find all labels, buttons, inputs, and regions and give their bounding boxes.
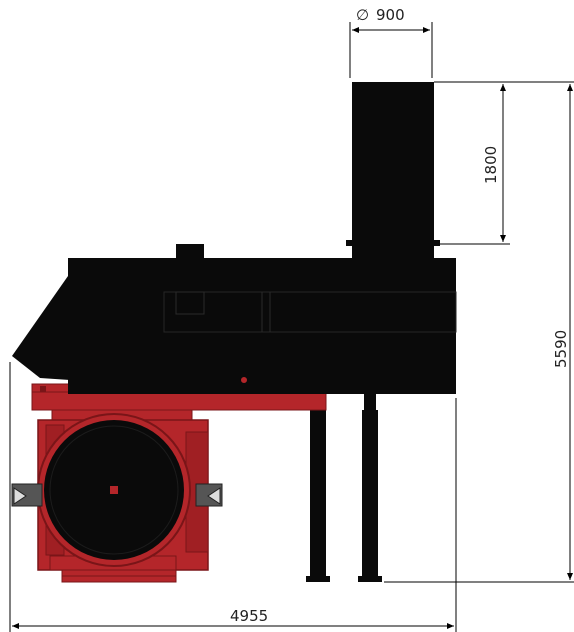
chimney (346, 82, 440, 258)
support-leg (362, 410, 378, 582)
feed-hopper (12, 276, 70, 380)
boiler-body (12, 244, 457, 394)
diameter-symbol: ∅ (356, 6, 369, 24)
dimension-total-length: 4955 (9, 362, 457, 632)
chimney-diameter-label: 900 (376, 6, 405, 24)
support-legs (306, 390, 382, 582)
burner-frame (11, 383, 327, 583)
total-height-label: 5590 (552, 330, 570, 368)
chimney-pipe (352, 82, 434, 258)
dimension-chimney-diameter: ∅ 900 (349, 6, 433, 78)
total-length-label: 4955 (230, 607, 268, 625)
support-leg (310, 410, 326, 582)
chimney-height-label: 1800 (482, 146, 500, 184)
door-handle (195, 483, 223, 507)
dimension-chimney-height: 1800 (436, 81, 510, 245)
dimension-total-height: 5590 (384, 81, 574, 583)
door-handle (11, 483, 43, 507)
top-hatch (176, 244, 204, 260)
